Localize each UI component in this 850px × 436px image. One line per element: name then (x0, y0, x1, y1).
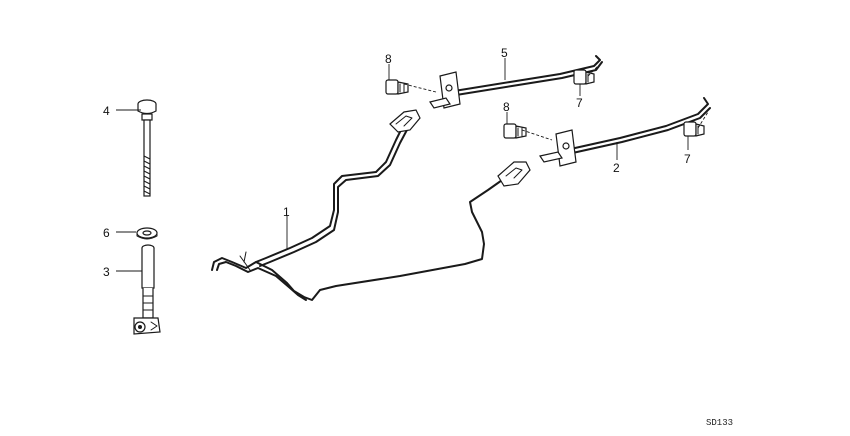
part-8-bolt-upper (385, 79, 409, 95)
part-3-rod-end (133, 244, 161, 335)
part-4-bolt (137, 99, 157, 197)
diagram-code: SD133 (706, 418, 733, 428)
callout-labels: 4 6 3 1 5 2 8 8 7 7 (103, 46, 691, 279)
callout-7-lower: 7 (684, 152, 691, 166)
part-5-strap-rod (429, 55, 603, 109)
callout-6: 6 (103, 226, 110, 240)
leader-lines (116, 58, 709, 272)
callout-7-upper: 7 (576, 96, 583, 110)
part-2-strap-rod (539, 97, 711, 167)
part-8-bolt-lower (503, 123, 527, 139)
part-7-bolt-upper (573, 69, 595, 85)
callout-1: 1 (283, 205, 290, 219)
part-1-bent-rod (211, 109, 531, 301)
callout-8-lower: 8 (503, 100, 510, 114)
part-7-bolt-lower (683, 121, 705, 137)
callout-4: 4 (103, 104, 110, 118)
part-6-washer (136, 227, 158, 240)
callout-8-upper: 8 (385, 52, 392, 66)
callout-3: 3 (103, 265, 110, 279)
callout-2: 2 (613, 161, 620, 175)
callout-5: 5 (501, 46, 508, 60)
